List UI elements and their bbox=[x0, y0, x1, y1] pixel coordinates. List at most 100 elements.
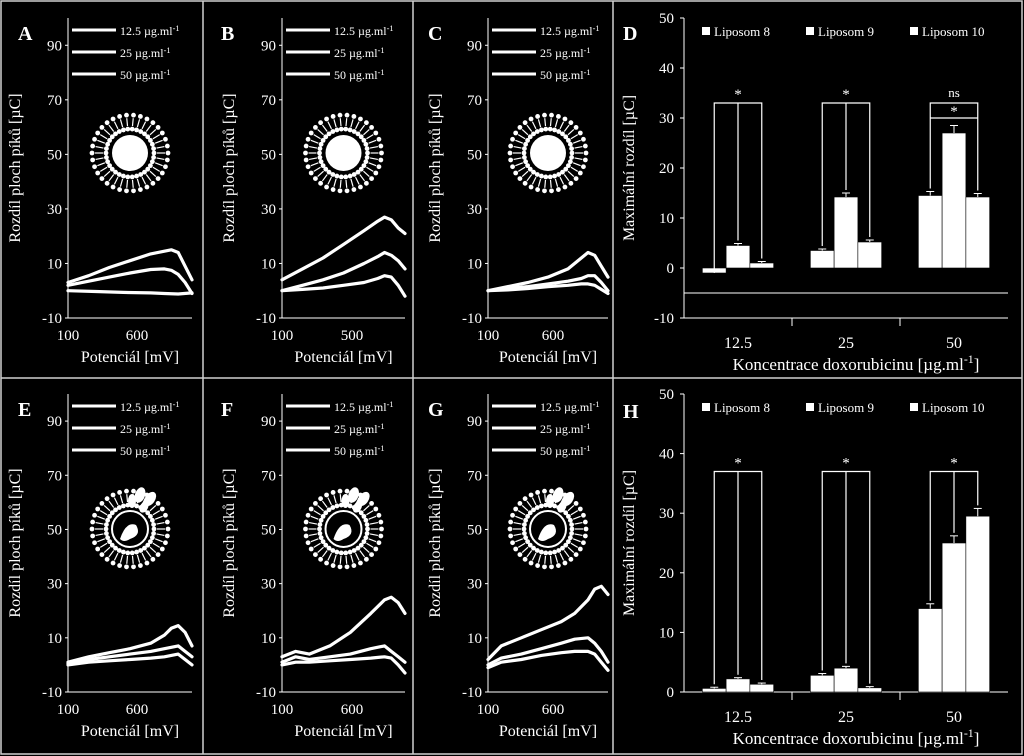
significance-mark: * bbox=[842, 87, 850, 103]
lipid-tail bbox=[517, 510, 526, 516]
significance-mark: ns bbox=[948, 85, 960, 100]
lipid-head bbox=[549, 112, 554, 118]
legend-label: 12.5 µg.ml-1 bbox=[120, 24, 180, 39]
lipid-head bbox=[378, 143, 384, 149]
lipid-head bbox=[567, 535, 573, 541]
lipid-head bbox=[308, 546, 314, 552]
y-axis-label: Rozdíl ploch píků [µC] bbox=[221, 93, 238, 242]
lipid-head bbox=[148, 137, 153, 143]
lipid-head bbox=[308, 170, 314, 176]
lipid-tail bbox=[149, 128, 157, 136]
lipid-tail bbox=[321, 124, 328, 132]
ligand-blob bbox=[139, 501, 149, 513]
lipid-tail bbox=[308, 521, 318, 525]
lipid-head bbox=[338, 550, 344, 556]
lipid-head bbox=[358, 134, 364, 140]
liposome-loaded-icon bbox=[303, 487, 384, 570]
lipid-head bbox=[137, 114, 143, 119]
y-axis-label: Maximální rozdíl [µC] bbox=[621, 470, 638, 616]
lipid-tail bbox=[549, 179, 552, 188]
lipid-tail bbox=[368, 538, 377, 543]
lipid-head bbox=[566, 163, 571, 169]
lipid-head bbox=[363, 517, 369, 523]
lipid-tail bbox=[513, 533, 522, 537]
x-axis-label: Koncentrace doxorubicinu [µg.ml-1] bbox=[733, 726, 980, 748]
lipid-head bbox=[138, 172, 144, 177]
y-tick-label: 0 bbox=[667, 261, 675, 277]
lipid-head bbox=[107, 513, 112, 519]
lipid-head bbox=[566, 539, 571, 545]
y-tick-label: 70 bbox=[261, 93, 276, 109]
lipid-tail bbox=[369, 521, 379, 525]
lipid-head bbox=[330, 172, 336, 177]
lipid-head bbox=[510, 164, 515, 170]
lipid-tail bbox=[313, 166, 321, 172]
lipid-head bbox=[330, 490, 336, 495]
significance-mark: * bbox=[950, 104, 958, 120]
lipid-head bbox=[517, 124, 523, 130]
lipid-head bbox=[109, 510, 115, 516]
series-line-2 bbox=[486, 274, 610, 293]
lipid-head bbox=[535, 187, 541, 192]
lipid-tail bbox=[521, 170, 529, 178]
lipid-tail bbox=[95, 533, 104, 537]
lipid-tail bbox=[126, 118, 129, 127]
lipid-tail bbox=[570, 166, 579, 172]
lipid-tail bbox=[321, 500, 328, 508]
lipid-head bbox=[527, 542, 533, 548]
bar bbox=[918, 195, 943, 269]
lipid-head bbox=[535, 563, 541, 568]
legend-label: 12.5 µg.ml-1 bbox=[334, 400, 394, 415]
lipid-head bbox=[116, 172, 122, 177]
series-line-3 bbox=[66, 289, 194, 296]
lipid-head bbox=[525, 539, 530, 545]
lipid-head bbox=[582, 143, 588, 149]
y-tick-label: 70 bbox=[47, 468, 62, 484]
lipid-head bbox=[344, 188, 350, 194]
lipid-head bbox=[343, 174, 349, 180]
lipid-head bbox=[124, 488, 129, 494]
lipid-head bbox=[517, 552, 523, 558]
lipid-head bbox=[534, 129, 540, 134]
y-tick-label: 30 bbox=[467, 202, 482, 218]
lipid-tail bbox=[563, 550, 570, 558]
lipid-head bbox=[539, 503, 544, 509]
lipid-head bbox=[379, 526, 384, 532]
lipid-head bbox=[351, 548, 357, 553]
lipid-tail bbox=[515, 515, 524, 520]
lipid-head bbox=[337, 488, 343, 494]
lipid-head bbox=[318, 159, 324, 165]
lipid-head bbox=[577, 170, 583, 176]
lipid-head bbox=[155, 500, 161, 506]
y-tick-label: -10 bbox=[256, 685, 276, 701]
lipid-head bbox=[134, 549, 139, 555]
panel-letter: H bbox=[623, 401, 639, 423]
lipid-tail bbox=[108, 500, 115, 508]
lipid-tail bbox=[531, 121, 537, 130]
y-tick-label: 30 bbox=[47, 577, 62, 593]
lipid-tail bbox=[526, 500, 533, 508]
y-tick-label: 40 bbox=[659, 61, 674, 77]
lipid-head bbox=[105, 517, 111, 523]
x-tick-label: 25 bbox=[838, 335, 854, 352]
lipid-head bbox=[318, 556, 323, 562]
lipid-head bbox=[324, 492, 329, 498]
lipid-head bbox=[535, 114, 541, 119]
lipid-tail bbox=[136, 178, 141, 187]
lipid-tail bbox=[567, 546, 575, 554]
lipid-tail bbox=[310, 538, 319, 543]
panel-letter: D bbox=[623, 23, 637, 45]
x-tick-label: 600 bbox=[341, 702, 364, 718]
lipid-head bbox=[347, 173, 353, 179]
lipid-head bbox=[334, 503, 340, 509]
y-tick-label: 70 bbox=[261, 468, 276, 484]
x-axis-label: Potenciál [mV] bbox=[499, 349, 597, 366]
lipid-head bbox=[547, 550, 553, 556]
lipid-head bbox=[137, 187, 143, 192]
lipid-head bbox=[523, 535, 529, 541]
lipid-head bbox=[542, 112, 547, 118]
x-axis-label: Koncentrace doxorubicinu [µg.ml-1] bbox=[733, 352, 980, 374]
x-tick-label: 600 bbox=[542, 328, 565, 344]
lipid-head bbox=[104, 522, 109, 527]
lipid-head bbox=[104, 531, 109, 536]
